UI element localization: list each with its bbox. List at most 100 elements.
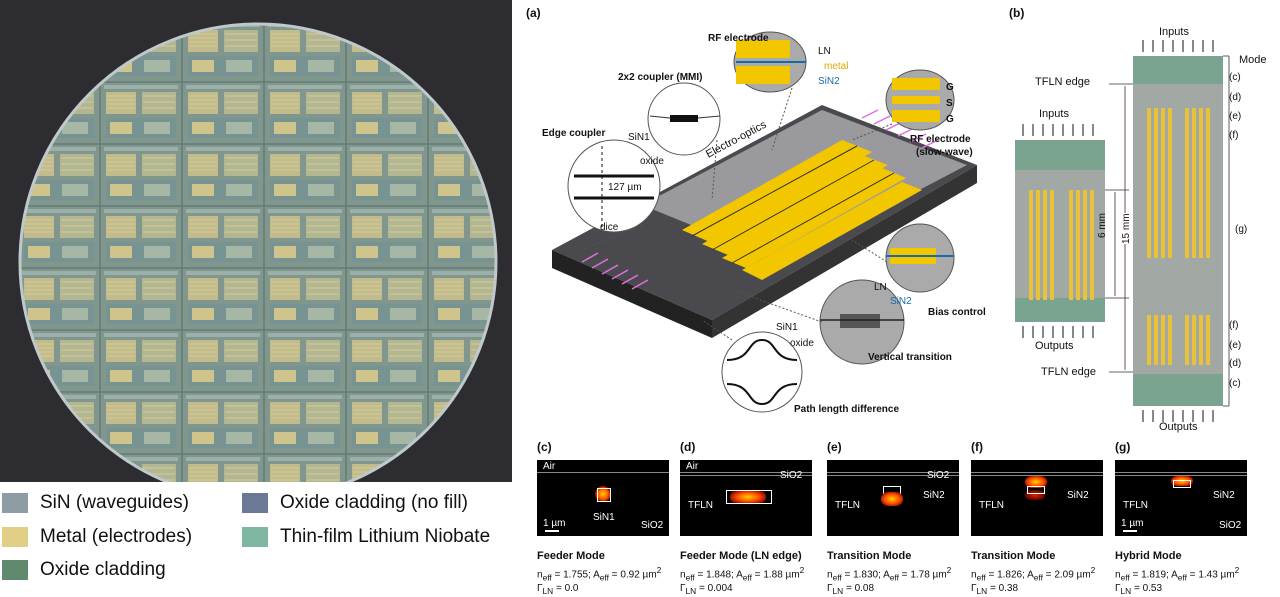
neff-value: 1.830: [853, 569, 879, 581]
chip-layouts: [1015, 40, 1230, 422]
gamma-value: 0.004: [707, 583, 733, 595]
mode-c-label: (c): [537, 440, 552, 454]
mode-e-label: (e): [827, 440, 842, 454]
legend: SiN (waveguides) Metal (electrodes) Oxid…: [0, 482, 512, 593]
marker-d-top: (d): [1229, 92, 1242, 103]
slow-wave-sub-label: (slow-wave): [916, 147, 973, 158]
sio2-annot: SiO2: [780, 470, 802, 481]
sio2-annot: SiO2: [927, 470, 949, 481]
mode-d-label: (d): [680, 440, 696, 454]
panel-b: (b) Inputs Mode (c) (d) (e) (f) (g) (f) …: [1005, 0, 1280, 440]
legend-swatch: [242, 493, 268, 513]
oxide-label: oxide: [640, 156, 664, 167]
legend-swatch: [242, 527, 268, 547]
vertical-transition-label: Vertical transition: [868, 352, 952, 363]
scale-bar-label: 1 µm: [543, 518, 566, 529]
outputs-label-large: Outputs: [1159, 421, 1198, 433]
mode-spot: [1171, 476, 1193, 486]
mode-spot: [1025, 476, 1047, 488]
neff-value: 1.755: [563, 569, 589, 581]
sin2-annot: SiN2: [923, 490, 945, 501]
panel-a-label: (a): [526, 6, 541, 20]
scale-bar-label: 1 µm: [1121, 518, 1144, 529]
wafer-photo: [0, 0, 512, 482]
legend-label: Oxide cladding (no fill): [280, 492, 468, 513]
mode-g-title: Hybrid Mode: [1115, 550, 1182, 562]
mode-c-title: Feeder Mode: [537, 550, 605, 562]
mode-f-info: neff = 1.826; Aeff = 2.09 µm2 ΓLN = 0.38: [971, 565, 1096, 597]
mode-label: Mode: [1239, 54, 1267, 66]
mode-e-field: SiO2 SiN2 TFLN: [827, 460, 959, 536]
sin1-label: SiN1: [628, 132, 650, 143]
path-length-label: Path length difference: [794, 404, 900, 415]
sin2-label: SiN2: [818, 76, 840, 87]
tfln-annot: TFLN: [688, 500, 713, 511]
legend-label: Thin-film Lithium Niobate: [280, 526, 491, 547]
sio2-text: SiO2: [780, 470, 803, 481]
legend-label: SiN (waveguides): [40, 492, 189, 513]
dim-6mm-label: 6 mm: [1097, 213, 1108, 238]
ln-label: LN: [818, 46, 831, 57]
legend-swatch: [2, 560, 28, 580]
aeff-value: 2.09: [1054, 569, 1074, 581]
mode-g-info: neff = 1.819; Aeff = 1.43 µm2 ΓLN = 0.53: [1115, 565, 1240, 597]
small-chip-arrows: [1022, 124, 1094, 338]
outputs-label-small: Outputs: [1035, 340, 1074, 352]
legend-label: Metal (electrodes): [40, 526, 193, 547]
marker-c-bottom: (c): [1229, 378, 1241, 389]
marker-d-bottom: (d): [1229, 358, 1242, 369]
gamma-value: 0.53: [1142, 583, 1163, 595]
legend-item-metal: Metal (electrodes): [2, 526, 192, 548]
marker-g: (g): [1235, 224, 1248, 235]
aeff-value: 1.88: [763, 569, 783, 581]
oxide-label: oxide: [790, 338, 814, 349]
mode-g-field: SiN2 TFLN SiO2 1 µm: [1115, 460, 1247, 536]
gamma-value: 0.38: [998, 583, 1019, 595]
mode-d-title: Feeder Mode (LN edge): [680, 550, 802, 562]
mode-spot: [730, 490, 766, 504]
tfln-annot: TFLN: [835, 500, 860, 511]
mode-spot: [595, 486, 611, 502]
ground-label: G: [946, 82, 954, 93]
wafer-image: [18, 22, 498, 482]
panel-b-label: (b): [1009, 6, 1025, 20]
gamma-value: 0.0: [564, 583, 579, 595]
mode-d-field: Air SiO2 TFLN: [680, 460, 812, 536]
sin2-annot: SiN2: [1213, 490, 1235, 501]
pitch-label: 127 µm: [608, 182, 642, 193]
marker-c-top: (c): [1229, 72, 1241, 83]
mode-f-label: (f): [971, 440, 983, 454]
neff-value: 1.826: [997, 569, 1023, 581]
sio2-text: SiO2: [927, 470, 950, 481]
mode-g-label: (g): [1115, 440, 1131, 454]
mode-e-info: neff = 1.830; Aeff = 1.78 µm2 ΓLN = 0.08: [827, 565, 952, 597]
marker-e-top: (e): [1229, 111, 1242, 122]
marker-f-top: (f): [1229, 130, 1239, 141]
sio2-annot: SiO2: [641, 520, 664, 531]
legend-swatch: [2, 527, 28, 547]
legend-item-sin: SiN (waveguides): [2, 492, 189, 514]
input-arrows: [581, 109, 939, 290]
aeff-value: 0.92: [620, 569, 640, 581]
mode-d-info: neff = 1.848; Aeff = 1.88 µm2 ΓLN = 0.00…: [680, 565, 805, 597]
air-label: Air: [686, 461, 699, 472]
path-length-callout: [721, 331, 803, 413]
inputs-label-small: Inputs: [1039, 108, 1069, 120]
legend-item-oxide: Oxide cladding: [2, 559, 166, 581]
sio2-annot: SiO2: [1219, 520, 1242, 531]
mmi-label: 2x2 coupler (MMI): [618, 72, 703, 83]
sin2-annot: SiN2: [1067, 490, 1089, 501]
mode-f-title: Transition Mode: [971, 550, 1056, 562]
metal-label: metal: [824, 61, 849, 72]
mode-spot: [881, 492, 903, 506]
chip-front: [712, 165, 977, 338]
sin1-label: SiN1: [776, 322, 798, 333]
tfln-annot: TFLN: [1123, 500, 1148, 511]
edge-coupler-callout: [567, 139, 661, 233]
signal-label: S: [946, 98, 953, 109]
marker-f-bottom: (f): [1229, 320, 1239, 331]
rf-electrode-label: RF electrode: [708, 33, 769, 44]
marker-e-bottom: (e): [1229, 340, 1242, 351]
tfln-edge-bottom-label: TFLN edge: [1041, 366, 1097, 378]
dice-label: dice: [600, 222, 619, 233]
